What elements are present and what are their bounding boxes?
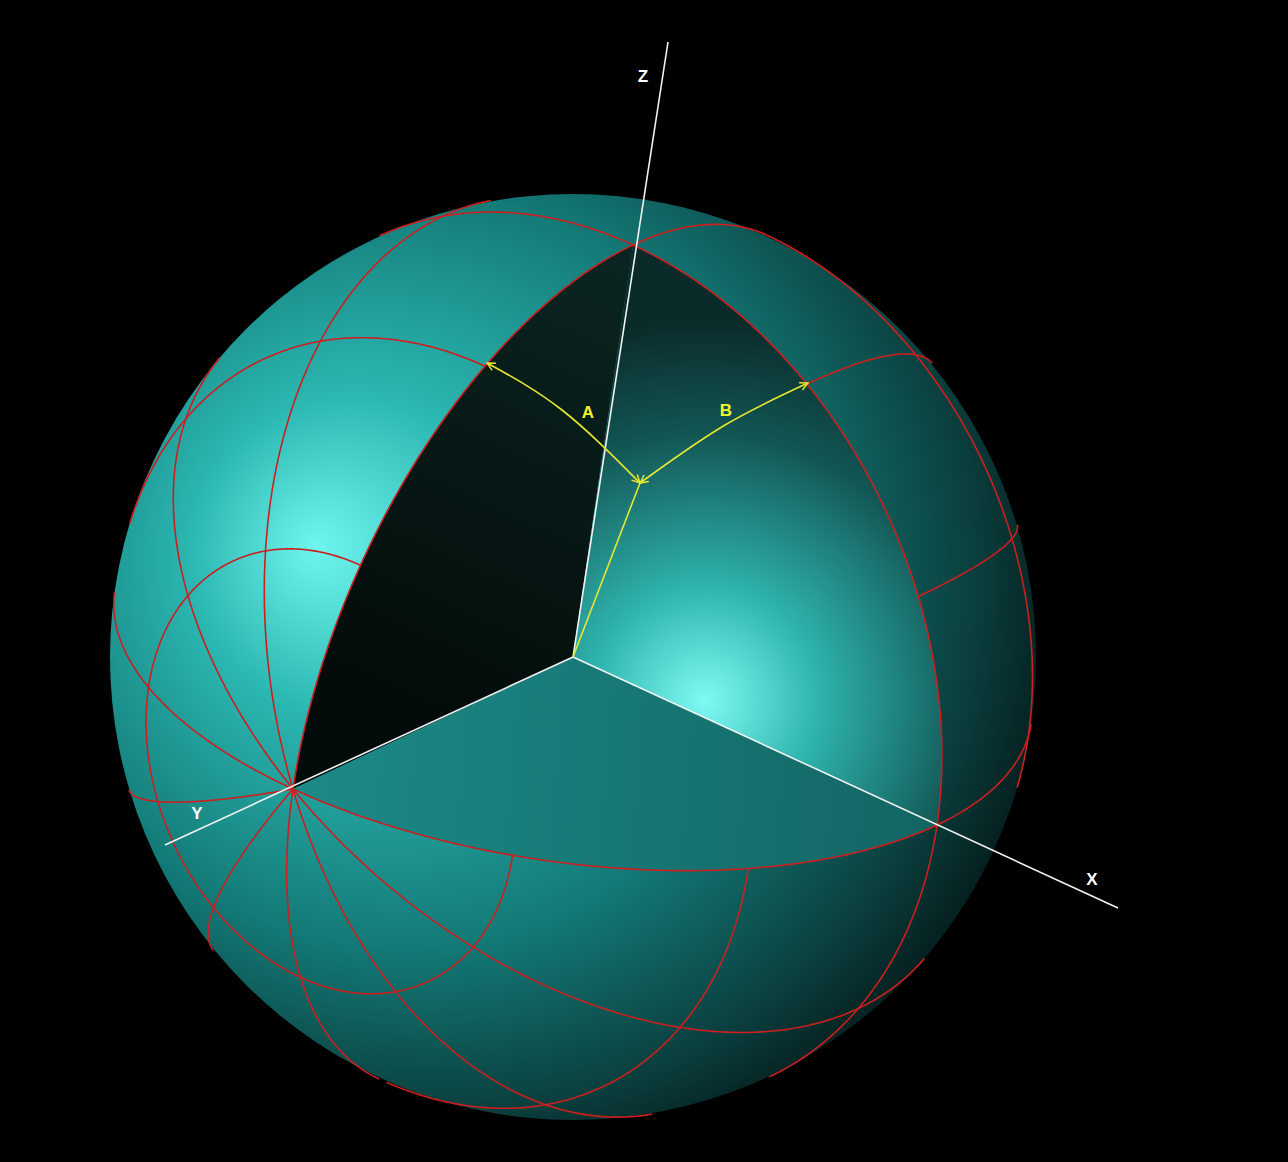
graticule-line [379,212,941,1077]
graticule-line [264,200,652,1117]
dimension-label: A [580,403,596,422]
radius-line [573,483,640,657]
graticule-line [146,549,512,994]
axis-label: Y [189,804,204,823]
dimension-label: B [718,401,734,420]
graticule-line [130,338,748,1109]
graticule-line [129,525,1018,802]
x-axis [573,657,1118,908]
graticule-line [762,233,1032,788]
dimension-arrow-b [640,383,808,483]
z-axis [573,42,668,657]
graticule-line [287,224,765,1079]
graticule-line [173,357,924,1032]
cut-face-xy [293,657,937,871]
dimension-arrow-a [487,363,640,483]
axis-label: Z [636,67,650,86]
sphere-body [110,194,1036,1120]
axis-label: X [1084,870,1099,889]
graticule-line [208,354,932,950]
y-axis [165,657,573,845]
